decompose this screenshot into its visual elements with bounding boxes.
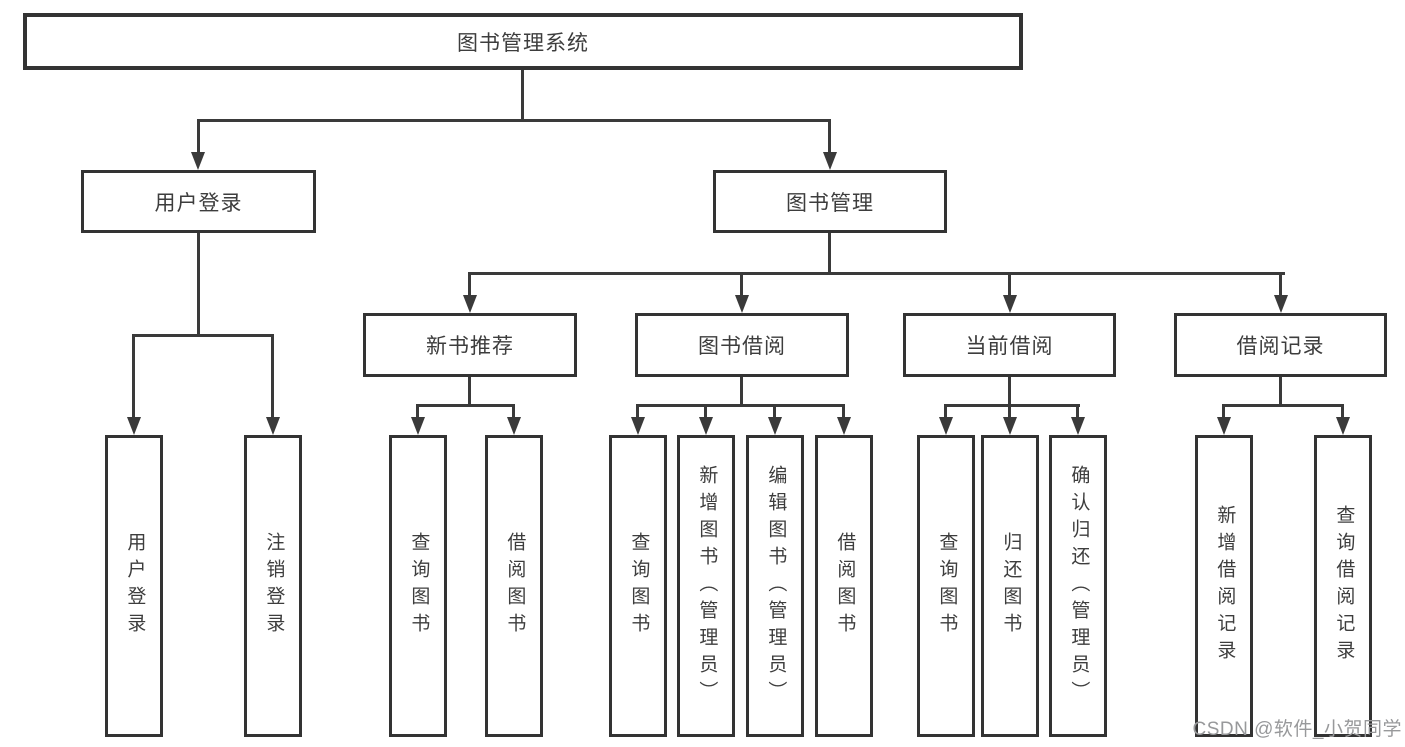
connector-line [416,404,419,417]
connector-line [773,404,776,417]
node-label: 查询图书 [628,532,650,640]
node-label: 编辑图书（管理员） [765,464,787,708]
node-label: 图书管理系统 [457,31,589,55]
connector-line [416,404,515,407]
watermark-csdn: CSDN @软件_小贺同学 [1192,719,1402,740]
arrow-down-icon [939,417,953,435]
node-user-login: 用户登录 [81,170,316,233]
node-query-books-recommend: 查询图书 [389,435,447,737]
node-query-borrow-record: 查询借阅记录 [1314,435,1372,737]
arrow-down-icon [1071,417,1085,435]
node-label: 当前借阅 [965,335,1054,358]
node-label: 图书借阅 [698,335,786,358]
node-current-borrowing: 当前借阅 [903,313,1116,377]
connector-line [740,377,743,407]
connector-line [636,404,639,417]
connector-line [1222,404,1225,417]
node-label: 用户登录 [154,191,243,215]
node-label: 归还图书 [1000,532,1022,640]
node-label: 借阅图书 [504,532,526,640]
arrow-down-icon [1003,417,1017,435]
node-confirm-return-admin: 确认归还（管理员） [1049,435,1107,737]
node-label: 新书推荐 [426,335,514,358]
node-add-books-admin: 新增图书（管理员） [677,435,735,737]
connector-line [740,272,743,295]
connector-line [521,70,524,122]
node-book-management: 图书管理 [713,170,947,233]
connector-line [636,404,845,407]
node-add-borrow-record: 新增借阅记录 [1195,435,1253,737]
arrow-down-icon [699,417,713,435]
arrow-down-icon [837,417,851,435]
node-borrowing-records: 借阅记录 [1174,313,1387,377]
node-borrow-books-recommend: 借阅图书 [485,435,543,737]
connector-line [271,334,274,417]
arrow-down-icon [735,295,749,313]
connector-line [512,404,515,417]
connector-line [468,377,471,407]
connector-line [1279,377,1282,407]
node-query-books-current: 查询图书 [917,435,975,737]
node-label: 新增图书（管理员） [696,464,718,708]
connector-line [1076,404,1079,417]
node-label: 借阅图书 [834,532,856,640]
connector-line [842,404,845,417]
connector-line [828,119,831,152]
connector-line [197,119,200,152]
arrow-down-icon [127,417,141,435]
connector-line [197,119,831,122]
connector-line [1222,404,1344,407]
connector-line [197,233,200,337]
connector-line [828,233,831,275]
node-library-management-system: 图书管理系统 [23,13,1023,70]
connector-line [944,404,1080,407]
connector-line [1008,377,1011,407]
arrow-down-icon [1003,295,1017,313]
node-book-borrowing: 图书借阅 [635,313,849,377]
arrow-down-icon [191,152,205,170]
connector-line [132,334,274,337]
node-new-book-recommendation: 新书推荐 [363,313,577,377]
arrow-down-icon [1274,295,1288,313]
arrow-down-icon [411,417,425,435]
node-label: 注销登录 [263,532,285,640]
node-return-books: 归还图书 [981,435,1039,737]
connector-line [1341,404,1344,417]
arrow-down-icon [631,417,645,435]
node-label: 查询借阅记录 [1333,505,1355,667]
node-query-books-borrowing: 查询图书 [609,435,667,737]
connector-line [944,404,947,417]
node-logout-action: 注销登录 [244,435,302,737]
node-label: 查询图书 [408,532,430,640]
node-borrow-books-borrowing: 借阅图书 [815,435,873,737]
node-label: 用户登录 [124,532,146,640]
arrow-down-icon [1217,417,1231,435]
connector-line [468,272,1285,275]
arrow-down-icon [823,152,837,170]
node-label: 借阅记录 [1236,335,1325,358]
node-label: 查询图书 [936,532,958,640]
arrow-down-icon [507,417,521,435]
arrow-down-icon [266,417,280,435]
node-label: 确认归还（管理员） [1068,464,1090,708]
node-user-login-action: 用户登录 [105,435,163,737]
connector-line [1008,404,1011,417]
node-label: 新增借阅记录 [1214,505,1236,667]
arrow-down-icon [463,295,477,313]
node-label: 图书管理 [786,191,874,215]
arrow-down-icon [768,417,782,435]
connector-line [704,404,707,417]
connector-line [1279,272,1282,295]
connector-line [468,272,471,295]
connector-line [1008,272,1011,295]
connector-line [132,334,135,417]
node-edit-books-admin: 编辑图书（管理员） [746,435,804,737]
arrow-down-icon [1336,417,1350,435]
